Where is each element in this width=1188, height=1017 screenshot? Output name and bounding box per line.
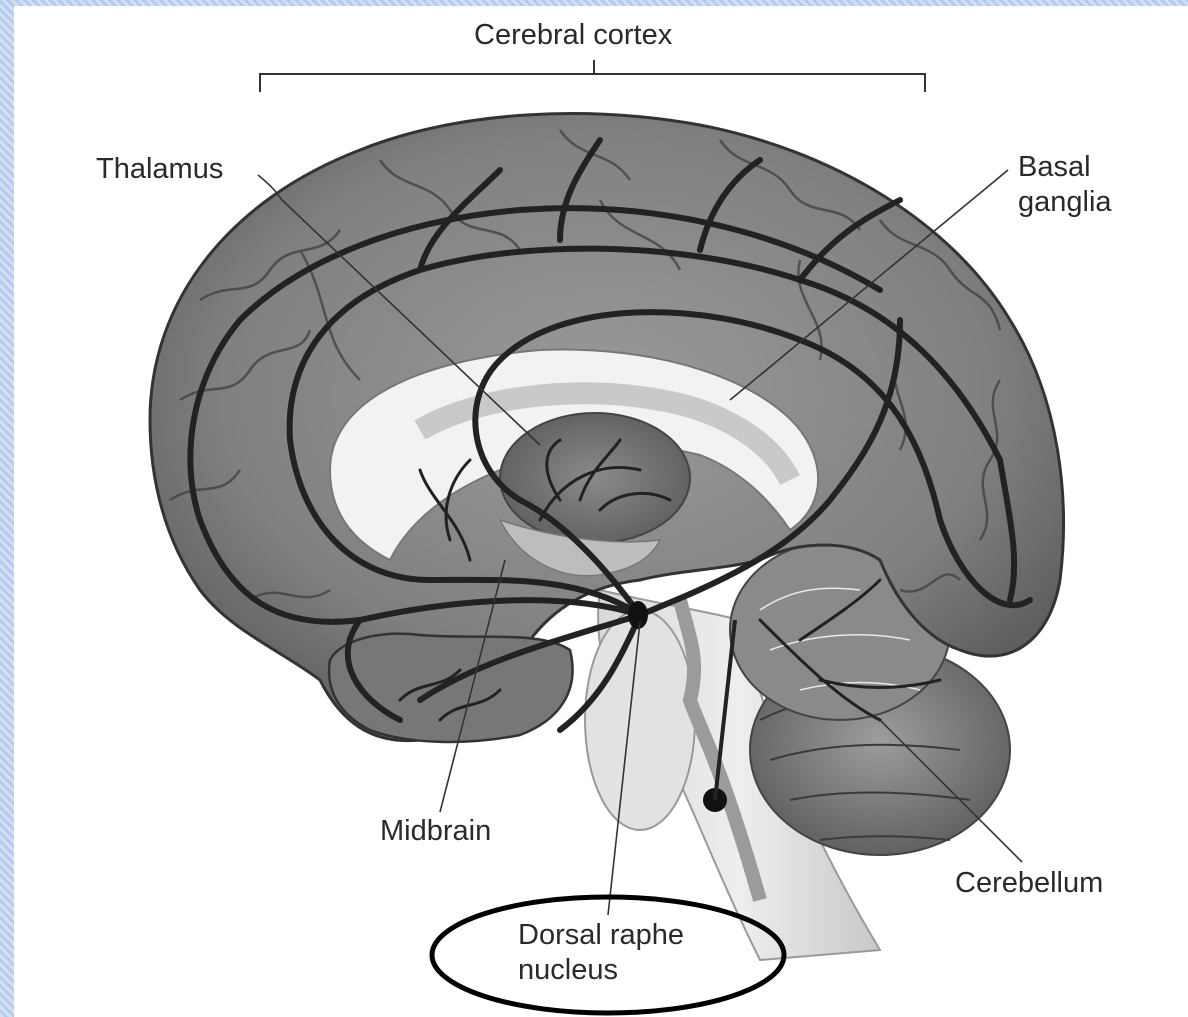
label-cerebral-cortex: Cerebral cortex [474,18,672,53]
label-midbrain: Midbrain [380,814,491,849]
label-cerebellum: Cerebellum [955,866,1103,901]
pons [585,610,695,830]
label-dorsal-raphe-nucleus: Dorsal raphe nucleus [518,918,684,988]
label-thalamus: Thalamus [96,152,223,187]
cerebral-cortex-bracket [260,60,925,92]
label-basal-ganglia: Basal ganglia [1018,150,1112,220]
thalamus-structure [500,413,690,543]
dorsal-raphe-cell [628,601,648,629]
